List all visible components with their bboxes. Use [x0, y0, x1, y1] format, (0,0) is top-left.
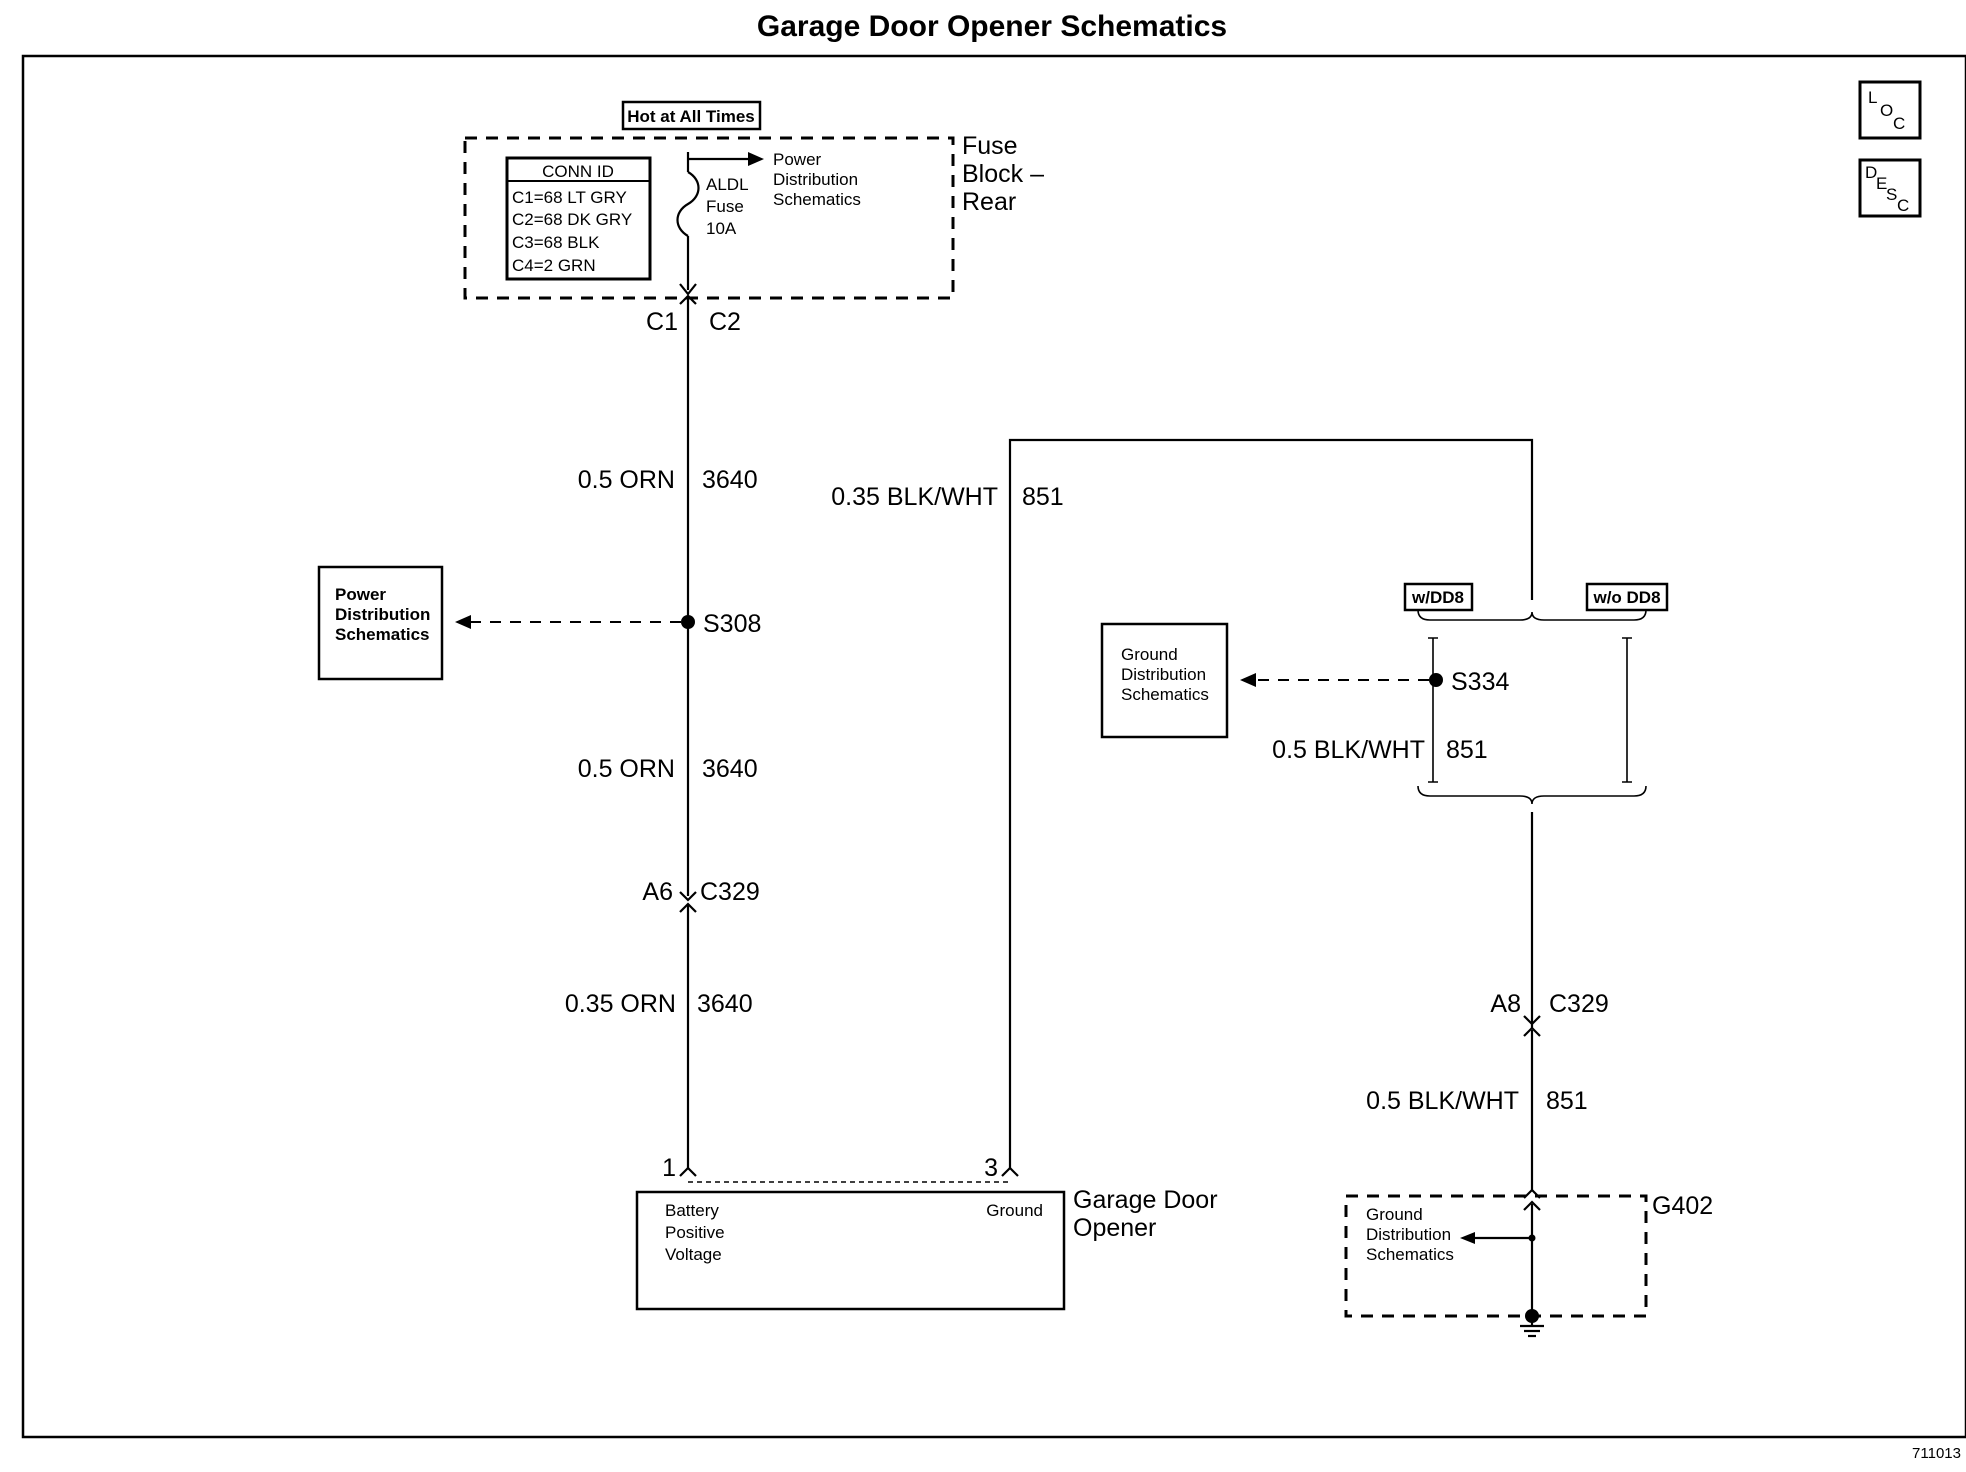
garage-door-opener-name: Garage Door: [1073, 1186, 1218, 1214]
svg-text:Hot at All Times: Hot at All Times: [627, 107, 755, 126]
svg-text:Schematics: Schematics: [773, 190, 861, 209]
dd8-option-bracket: w/DD8 w/o DD8: [1403, 582, 1669, 805]
svg-text:S334: S334: [1451, 668, 1509, 696]
wire-w2-gauge: 0.5 ORN: [578, 755, 675, 783]
svg-text:Ground: Ground: [986, 1201, 1043, 1220]
svg-text:Schematics: Schematics: [1121, 685, 1209, 704]
figure-number: 711013: [1912, 1445, 1961, 1462]
svg-text:C: C: [1893, 114, 1905, 133]
svg-text:S308: S308: [703, 610, 761, 638]
svg-text:S: S: [1886, 185, 1897, 204]
svg-text:Rear: Rear: [962, 188, 1016, 216]
svg-text:Distribution: Distribution: [773, 170, 858, 189]
svg-text:O: O: [1880, 101, 1893, 120]
svg-text:E: E: [1876, 174, 1887, 193]
svg-text:10A: 10A: [706, 219, 737, 238]
connector-c329-a8: A8 C329: [1490, 990, 1609, 1037]
connector-c1-c2: C1 C2: [646, 283, 741, 336]
pin-1: 1: [662, 1154, 676, 1182]
svg-text:Voltage: Voltage: [665, 1245, 722, 1264]
garage-door-opener: 1 3 Battery Positive Voltage Ground Gara…: [635, 1154, 1218, 1311]
desc-icon[interactable]: D E S C: [1858, 158, 1922, 218]
svg-text:Opener: Opener: [1073, 1214, 1156, 1242]
svg-text:C329: C329: [1549, 990, 1609, 1018]
wire-w1-gauge: 0.5 ORN: [578, 466, 675, 494]
loc-icon[interactable]: L O C: [1858, 80, 1922, 140]
svg-text:Power: Power: [773, 150, 822, 169]
svg-text:Ground: Ground: [1366, 1205, 1423, 1224]
svg-text:C4=2 GRN: C4=2 GRN: [512, 256, 596, 275]
connector-c329-a6: A6 C329: [642, 878, 760, 1168]
wire-851-loop: [1008, 438, 1534, 1168]
wire-w5-gauge: 0.5 BLK/WHT: [1272, 736, 1425, 764]
ground-distribution-ref[interactable]: Ground Distribution Schematics: [1100, 622, 1229, 739]
wire-w1-circuit: 3640: [702, 466, 758, 494]
power-distribution-ref[interactable]: Power Distribution Schematics: [317, 565, 444, 681]
fuse-block-outline: [463, 136, 955, 300]
page-title: Garage Door Opener Schematics: [757, 10, 1227, 43]
svg-text:C1: C1: [646, 308, 678, 336]
svg-text:Distribution: Distribution: [335, 605, 430, 624]
wire-w5-circuit: 851: [1446, 736, 1488, 764]
wire-w4-gauge: 0.35 BLK/WHT: [831, 483, 998, 511]
diagram-frame: [21, 54, 1966, 1439]
svg-text:C: C: [1897, 196, 1909, 215]
wire-w2-circuit: 3640: [702, 755, 758, 783]
svg-text:Fuse: Fuse: [706, 197, 744, 216]
pin-3: 3: [984, 1154, 998, 1182]
splice-s308: S308: [455, 610, 761, 638]
svg-text:w/DD8: w/DD8: [1411, 588, 1464, 607]
wire-w6-gauge: 0.5 BLK/WHT: [1366, 1087, 1519, 1115]
svg-text:C1=68 LT GRY: C1=68 LT GRY: [512, 188, 627, 207]
svg-text:C2=68 DK GRY: C2=68 DK GRY: [512, 210, 632, 229]
svg-text:Ground: Ground: [1121, 645, 1178, 664]
svg-text:Battery: Battery: [665, 1201, 719, 1220]
wire-w6-circuit: 851: [1546, 1087, 1588, 1115]
hot-at-all-times-label: Hot at All Times: [621, 100, 762, 131]
svg-text:w/o DD8: w/o DD8: [1592, 588, 1660, 607]
svg-text:A8: A8: [1490, 990, 1521, 1018]
svg-text:Distribution: Distribution: [1121, 665, 1206, 684]
wire-w3-circuit: 3640: [697, 990, 753, 1018]
conn-id-table: CONN ID C1=68 LT GRY C2=68 DK GRY C3=68 …: [505, 156, 652, 281]
svg-text:Power: Power: [335, 585, 386, 604]
svg-text:C2: C2: [709, 308, 741, 336]
svg-text:CONN ID: CONN ID: [542, 162, 614, 181]
svg-text:D: D: [1865, 163, 1877, 182]
svg-text:Schematics: Schematics: [335, 625, 430, 644]
splice-s334: S334: [1240, 668, 1509, 696]
svg-text:Distribution: Distribution: [1366, 1225, 1451, 1244]
svg-text:C329: C329: [700, 878, 760, 906]
svg-text:Positive: Positive: [665, 1223, 725, 1242]
svg-text:C3=68 BLK: C3=68 BLK: [512, 233, 600, 252]
svg-text:A6: A6: [642, 878, 673, 906]
wire-w4-circuit: 851: [1022, 483, 1064, 511]
g402-label: G402: [1652, 1192, 1713, 1220]
svg-text:Block –: Block –: [962, 160, 1044, 188]
wire-w3-gauge: 0.35 ORN: [565, 990, 676, 1018]
aldl-fuse-symbol: ALDL Fuse 10A: [676, 171, 749, 290]
ground-g402: Ground Distribution Schematics G402: [1344, 1188, 1713, 1338]
svg-text:Schematics: Schematics: [1366, 1245, 1454, 1264]
svg-text:ALDL: ALDL: [706, 175, 749, 194]
svg-text:L: L: [1868, 88, 1877, 107]
fuse-block-rear: Hot at All Times Fuse Block – Rear CONN …: [463, 100, 1044, 300]
fuse-block-name: Fuse: [962, 132, 1018, 160]
